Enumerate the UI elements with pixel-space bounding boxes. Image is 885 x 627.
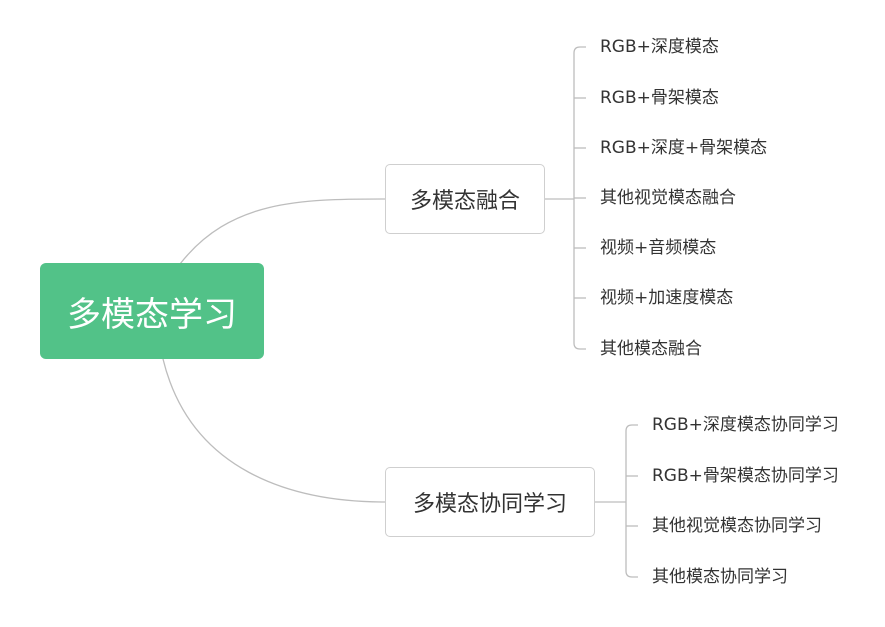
connector-collab-tick	[625, 570, 638, 578]
leaf-node[interactable]: RGB+深度+骨架模态	[600, 138, 768, 158]
leaf-node[interactable]: 其他模态协同学习	[652, 567, 788, 587]
connector-fusion-tick	[573, 342, 586, 350]
leaf-node[interactable]: 其他模态融合	[600, 339, 702, 359]
branch-node-collaborative-learning[interactable]: 多模态协同学习	[385, 467, 595, 537]
connector-collab-tick	[625, 424, 638, 432]
leaf-node[interactable]: RGB+骨架模态协同学习	[652, 466, 839, 486]
branch-label: 多模态协同学习	[412, 492, 567, 517]
leaf-node[interactable]: 视频+音频模态	[600, 238, 717, 258]
leaf-node[interactable]: RGB+骨架模态	[600, 88, 719, 108]
root-label: 多模态学习	[67, 294, 237, 335]
root-node[interactable]: 多模态学习	[40, 263, 264, 359]
branch-node-fusion[interactable]: 多模态融合	[385, 164, 545, 234]
connector-fusion-tick	[573, 46, 586, 54]
leaf-node[interactable]: 视频+加速度模态	[600, 288, 734, 308]
leaf-node[interactable]: RGB+深度模态协同学习	[652, 415, 839, 435]
leaf-node[interactable]: RGB+深度模态	[600, 37, 719, 57]
branch-label: 多模态融合	[409, 189, 520, 214]
connector-root-to-collab	[162, 358, 386, 503]
connector-root-to-fusion	[179, 198, 386, 265]
leaf-node[interactable]: 其他视觉模态融合	[600, 188, 736, 208]
leaf-node[interactable]: 其他视觉模态协同学习	[652, 516, 822, 536]
